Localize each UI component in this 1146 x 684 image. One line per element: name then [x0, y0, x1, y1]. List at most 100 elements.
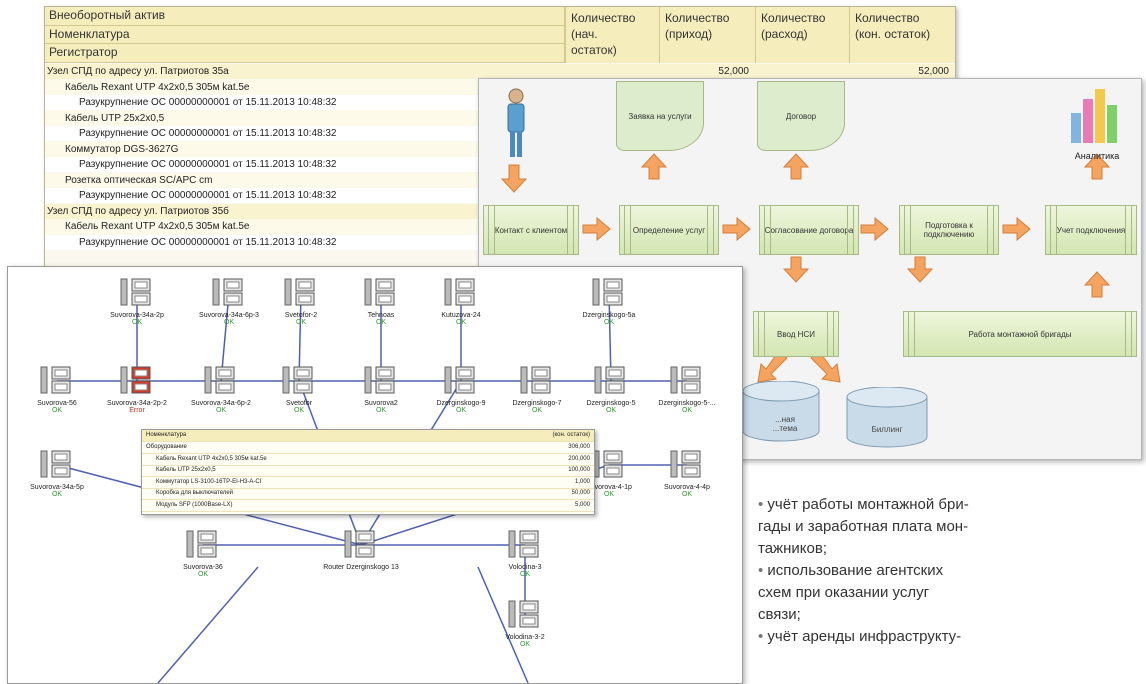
switch-icon — [284, 278, 315, 306]
database-icon — [742, 381, 820, 442]
analytics-chart-icon — [1071, 89, 1117, 143]
tooltip-item-name: Коробка для выключателей — [156, 490, 234, 496]
node-label: Suvorova-34a-2p-2 — [107, 400, 167, 407]
row-label: Кабель Rexant UTP 4x2x0,5 305м kat.5e — [65, 81, 250, 93]
switch-icon — [670, 450, 701, 478]
header-qty-end[interactable]: Количество (кон. остаток) — [849, 7, 955, 63]
switch-icon — [444, 366, 475, 394]
feature-text: связи; — [758, 606, 801, 623]
node-status: OK — [215, 407, 227, 414]
switch-icon — [364, 366, 395, 394]
person-icon — [507, 88, 525, 157]
network-node[interactable]: Dzerginskogo-5-...OK — [642, 365, 732, 414]
document-request[interactable]: Заявка на услуги — [616, 81, 704, 151]
tooltip-item-name: Модуль SFP (1000Base-LX) — [156, 501, 233, 508]
switch-icon — [508, 530, 539, 558]
node-label: Svetofor — [285, 400, 313, 407]
header-nomenclature[interactable]: Номенклатура — [45, 26, 565, 44]
feature-text: учёт аренды инфраструкту- — [767, 628, 962, 645]
tooltip-item-name: Кабель Rexant UTP 4x2x0,5 305м kat.5e — [156, 455, 267, 462]
header-qty-start[interactable]: Количество (нач. остаток) — [565, 7, 659, 63]
header-asset[interactable]: Внеоборотный актив — [45, 7, 565, 26]
node-label: Suvorova-4-4p — [664, 484, 710, 491]
node-label: Dzerginskogo-9 — [436, 400, 486, 407]
arrow-up-icon — [782, 153, 810, 180]
feature-line: • использование агентских — [758, 560, 1138, 582]
network-link — [608, 292, 612, 382]
header-qty-in[interactable]: Количество (приход) — [659, 7, 755, 63]
switch-icon — [592, 450, 623, 478]
node-status: OK — [375, 319, 387, 326]
step-contact[interactable]: Контакт с клиентом — [483, 205, 579, 255]
node-status: OK — [681, 491, 693, 498]
arrow-right-icon — [1002, 216, 1031, 242]
tooltip-item-qty: 306,000 — [568, 444, 590, 450]
tooltip-header-name: Номенклатура — [146, 432, 187, 438]
tooltip-item-qty: 200,000 — [568, 455, 590, 462]
network-link — [220, 292, 230, 382]
switch-icon — [508, 600, 539, 628]
step-brigade-work[interactable]: Работа монтажной бригады — [903, 311, 1137, 357]
node-label: Volodina-3-2 — [505, 634, 545, 641]
node-label: Suvorova-34a-2p — [110, 312, 164, 319]
step-connection-accounting[interactable]: Учет подключения — [1045, 205, 1137, 255]
storage-label: ...ная ...тема — [772, 415, 798, 433]
step-contract-approval[interactable]: Согласование договора — [759, 205, 859, 255]
network-link — [477, 566, 529, 683]
step-preparation[interactable]: Подготовка к подключению — [899, 205, 999, 255]
node-status: OK — [51, 407, 63, 414]
database-icon — [846, 387, 928, 448]
node-status: Error — [129, 407, 145, 414]
node-status: OK — [519, 571, 531, 578]
tooltip-item-name: Кабель UTP 25x2x0,5 — [156, 467, 216, 473]
row-label: Кабель UTP 25x2x0,5 — [65, 112, 165, 124]
feature-text: учёт работы монтажной бри- — [767, 496, 969, 513]
switch-icon — [40, 366, 71, 394]
bullet-icon: • — [758, 562, 768, 579]
step-nsi-input[interactable]: Ввод НСИ — [753, 311, 839, 357]
node-label: Suvorova-34a-6p-3 — [199, 312, 259, 319]
network-node[interactable]: Router Dzerginskogo 13 — [316, 529, 406, 571]
header-qty-out[interactable]: Количество (расход) — [755, 7, 849, 63]
step-services[interactable]: Определение услуг — [619, 205, 719, 255]
node-status: OK — [295, 319, 307, 326]
document-contract[interactable]: Договор — [757, 81, 845, 151]
tooltip-item-name: Коммутатор LS-3100-16TP-EI-H3-A-CI — [156, 478, 262, 485]
arrow-up-icon — [640, 153, 668, 180]
header-registrar[interactable]: Регистратор — [45, 44, 565, 63]
node-label: Suvorova-34a-6p-2 — [191, 400, 251, 407]
node-label: Dzerginskogo-5a — [582, 312, 636, 319]
switch-icon — [204, 366, 235, 394]
node-label: Suvorova-34a-5p — [30, 484, 84, 491]
billing-label: Биллинг — [871, 425, 903, 434]
switch-icon — [212, 278, 243, 306]
tooltip-row: Кабель Rexant UTP 4x2x0,5 305м kat.5e 200… — [142, 454, 594, 466]
node-label: Dzerginskogo-5 — [586, 400, 636, 407]
switch-icon — [520, 366, 551, 394]
